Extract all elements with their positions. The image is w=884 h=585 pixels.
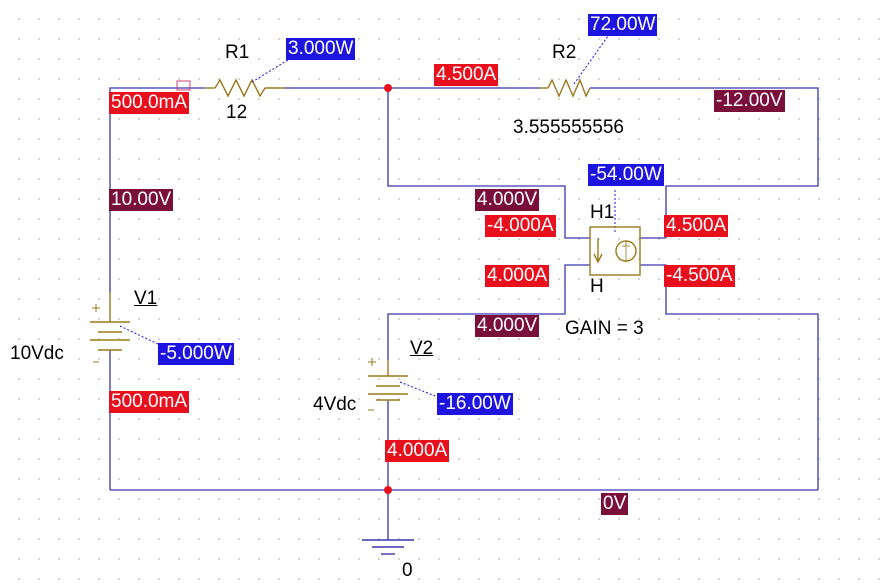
h1-out-bottom-current-tag: -4.500A [664,265,735,287]
power-leaders [119,35,616,399]
junction-bottom [384,486,392,494]
wire-r2-h1-out [590,87,819,238]
h1-in-top-voltage-tag: 4.000V [475,189,540,211]
ground-node-voltage-tag: 0V [601,493,629,515]
wires [109,87,819,540]
r1-current-tag: 500.0mA [109,92,190,114]
wire-h1-out-bottom [640,264,819,490]
v1-name: V1 [134,288,158,309]
h1-type: H [590,276,604,297]
h1-name: H1 [590,202,615,223]
r2-power-tag: 72.00W [588,14,658,36]
h1-out-top-current-tag: 4.500A [664,215,729,237]
h1-in-top-current-tag: -4.000A [485,215,556,237]
wire-h1-in-v2 [387,264,590,360]
v2-bottom-current-tag: 4.000A [385,440,450,462]
h1-in-bottom-current-tag: 4.000A [485,265,550,287]
r2-right-voltage-tag: -12.00V [714,90,785,112]
h1-symbol[interactable] [589,226,641,276]
wire-node-h1-in [387,88,590,239]
v1-power-tag: -5.000W [158,343,234,365]
r1-symbol[interactable] [176,78,285,98]
r2-symbol[interactable] [540,78,591,98]
v1-top-voltage-tag: 10.00V [109,189,174,211]
r1-value: 12 [226,102,248,123]
v1-value: 10Vdc [10,343,64,364]
v2-symbol[interactable] [368,358,408,411]
r1-power-tag: 3.000W [286,38,356,60]
r2-name: R2 [552,42,577,63]
v1-symbol[interactable] [90,292,130,363]
r2-current-tag: 4.500A [434,64,499,86]
v2-power-tag: -16.00W [437,393,513,415]
junction-top [384,84,392,92]
r1-name: R1 [225,42,250,63]
h1-in-bottom-voltage-tag: 4.000V [475,315,540,337]
ground-symbol[interactable] [362,539,414,555]
r2-value: 3.555555556 [513,117,624,138]
v2-name: V2 [410,338,434,359]
h1-power-tag: -54.00W [588,164,664,186]
h1-gain: GAIN = 3 [565,318,644,339]
v1-bottom-current-tag: 500.0mA [109,391,190,413]
v2-value: 4Vdc [313,394,357,415]
ground-label: 0 [402,560,413,581]
